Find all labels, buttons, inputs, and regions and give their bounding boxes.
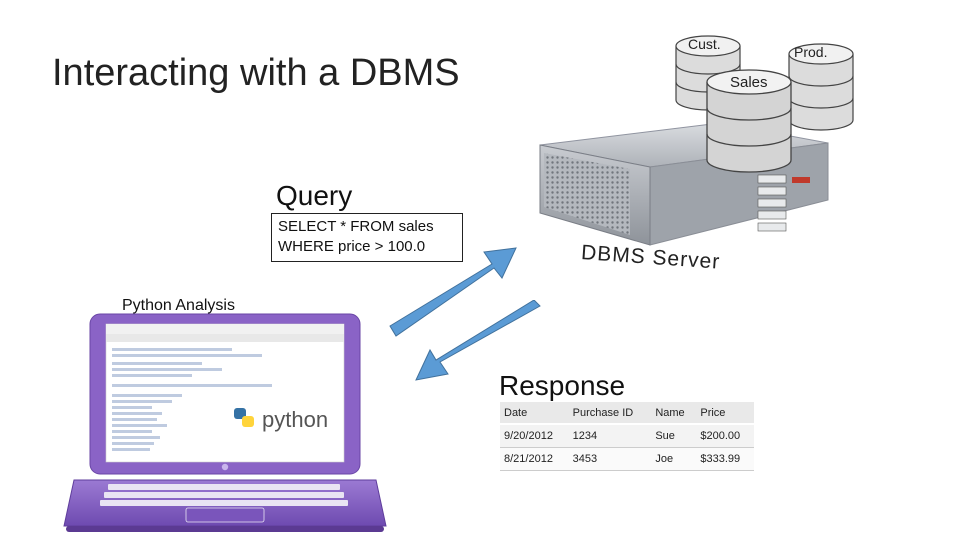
table-row: 9/20/2012 1234 Sue $200.00 — [500, 424, 754, 448]
sales-database-icon — [706, 69, 792, 173]
table-cell: Sue — [651, 424, 697, 448]
table-header-row: Date Purchase ID Name Price — [500, 402, 754, 425]
server-icon — [539, 122, 829, 246]
cust-database-label: Cust. — [688, 36, 721, 52]
table-cell: 9/20/2012 — [500, 424, 569, 448]
slide-title: Interacting with a DBMS — [52, 52, 460, 94]
python-analysis-label: Python Analysis — [122, 297, 235, 314]
table-cell: 3453 — [568, 447, 652, 471]
query-line: SELECT * FROM sales — [278, 218, 434, 235]
prod-database-icon — [788, 43, 854, 131]
column-header-price: Price — [696, 402, 754, 425]
sales-database-label: Sales — [730, 74, 768, 91]
column-header-purchase-id: Purchase ID — [568, 402, 652, 425]
prod-database-label: Prod. — [794, 44, 828, 60]
request-arrow-icon — [389, 247, 517, 337]
table-cell: 1234 — [568, 424, 652, 448]
python-logo-text: python — [262, 407, 328, 432]
column-header-date: Date — [500, 402, 569, 425]
table-cell: $200.00 — [696, 424, 754, 448]
query-box: SELECT * FROM sales WHERE price > 100.0 — [271, 213, 463, 262]
table-cell: Joe — [651, 447, 697, 471]
query-line: WHERE price > 100.0 — [278, 238, 426, 255]
table-row: 8/21/2012 3453 Joe $333.99 — [500, 447, 754, 471]
laptop-icon: python — [63, 313, 387, 532]
response-table: Date Purchase ID Name Price 9/20/2012 12… — [500, 402, 754, 471]
table-cell: $333.99 — [696, 447, 754, 471]
query-heading: Query — [276, 180, 353, 211]
response-arrow-icon — [415, 300, 541, 381]
column-header-name: Name — [651, 402, 697, 425]
table-cell: 8/21/2012 — [500, 447, 569, 471]
response-heading: Response — [499, 370, 626, 401]
